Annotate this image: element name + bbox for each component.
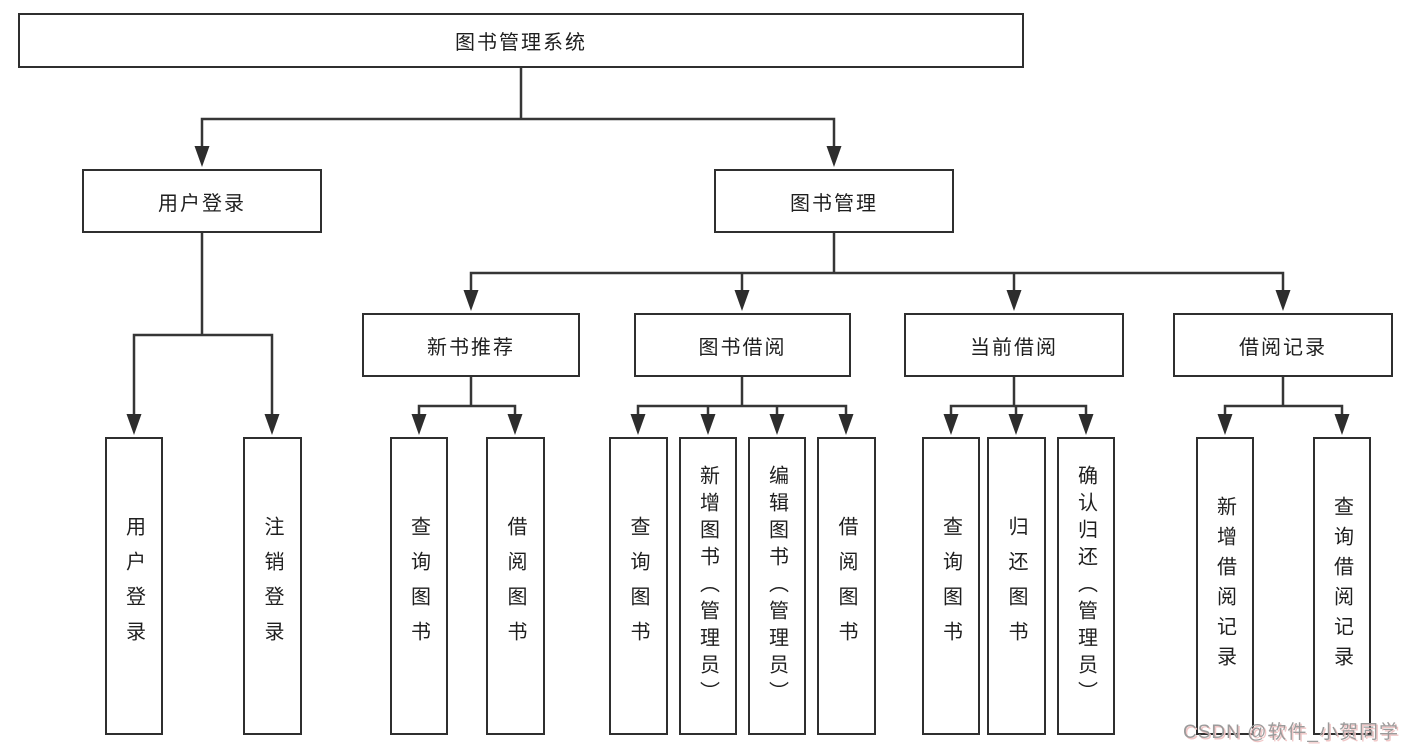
leaf-borrow-books-recommendation: 借阅图书: [486, 437, 545, 735]
leaf-return-books: 归还图书: [987, 437, 1046, 735]
node-library-management-system: 图书管理系统: [18, 13, 1024, 68]
node-borrowing-records: 借阅记录: [1173, 313, 1393, 377]
leaf-add-borrow-record: 新增借阅记录: [1196, 437, 1254, 735]
leaf-query-books-recommendation: 查询图书: [390, 437, 448, 735]
node-new-book-recommendation: 新书推荐: [362, 313, 580, 377]
leaf-edit-books-admin: 编辑图书（管理员）: [748, 437, 806, 735]
leaf-query-books-borrowing: 查询图书: [609, 437, 668, 735]
node-current-borrowing: 当前借阅: [904, 313, 1124, 377]
leaf-query-borrow-record: 查询借阅记录: [1313, 437, 1371, 735]
leaf-confirm-return-admin: 确认归还（管理员）: [1057, 437, 1115, 735]
leaf-user-login: 用户登录: [105, 437, 163, 735]
leaf-add-books-admin: 新增图书（管理员）: [679, 437, 737, 735]
csdn-watermark: CSDN @软件_小贺同学: [1183, 722, 1399, 743]
leaf-query-books-current: 查询图书: [922, 437, 980, 735]
node-user-login: 用户登录: [82, 169, 322, 233]
node-book-management: 图书管理: [714, 169, 954, 233]
arrowheads: [126, 146, 1350, 435]
leaf-borrow-books-borrowing: 借阅图书: [817, 437, 876, 735]
leaf-logout: 注销登录: [243, 437, 302, 735]
node-book-borrowing: 图书借阅: [634, 313, 851, 377]
